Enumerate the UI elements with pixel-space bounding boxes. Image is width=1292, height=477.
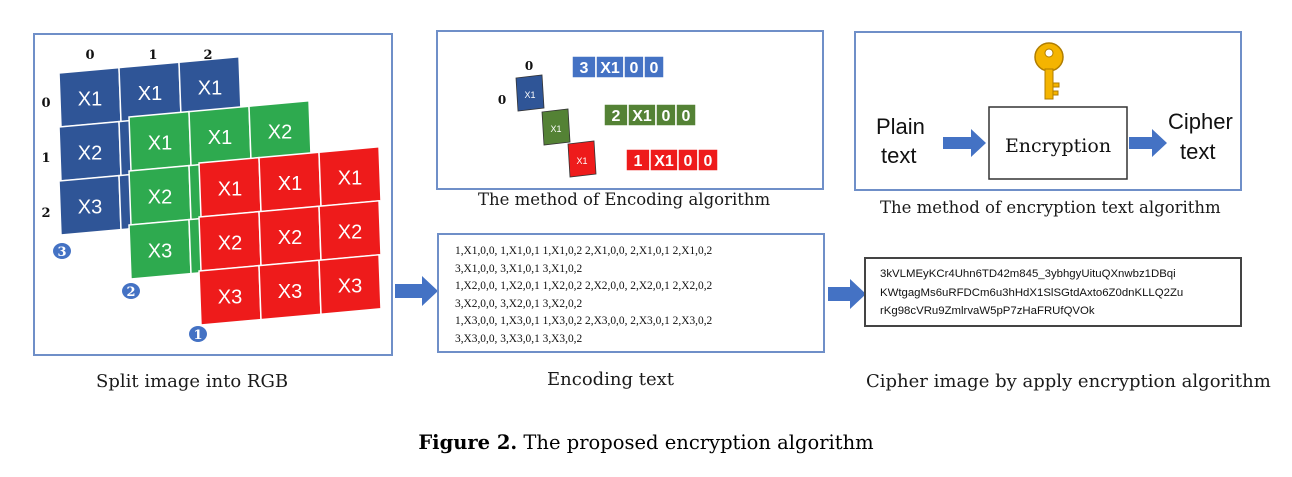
- blue-cell-label: X1: [138, 83, 162, 105]
- encoding-text-line: 1,X3,0,0, 1,X3,0,1 1,X3,0,2 2,X3,0,0, 2,…: [455, 315, 713, 327]
- red-cell-label: X2: [338, 222, 362, 244]
- red-cell: [318, 145, 382, 208]
- plain-text-label-line2: text: [881, 143, 916, 168]
- cipher-text-label-line2: text: [1180, 139, 1215, 164]
- encoding-code-cell: [643, 55, 665, 79]
- encoding-code-label: 0: [630, 60, 639, 77]
- red-cell-label: X3: [218, 286, 242, 308]
- encoding-text-caption: Encoding text: [547, 369, 675, 390]
- encoding-code-label: 0: [662, 108, 671, 125]
- encoding-pixel-label: X1: [550, 124, 561, 134]
- encoding-pixel-label: X1: [576, 156, 587, 166]
- channel-badge: [53, 243, 71, 259]
- encryption-process-box: [988, 106, 1128, 180]
- channel-badge-label: 3: [57, 245, 66, 260]
- column-index-label: 2: [203, 48, 212, 63]
- row-index-label: 1: [41, 151, 50, 166]
- row-index-label: 0: [41, 96, 50, 111]
- encoding-code-cell: [697, 148, 719, 172]
- blue-cell-label: X1: [198, 78, 222, 100]
- encoding-code-cell: [675, 103, 697, 127]
- encoding-row-index: 0: [498, 93, 506, 107]
- plain-to-encryption-arrow: [943, 129, 986, 157]
- encoding-code-label: X1: [600, 60, 620, 77]
- blue-cell-label: X1: [78, 88, 102, 110]
- encoding-pixel-label: X1: [524, 90, 535, 100]
- rgb-panel-caption: Split image into RGB: [96, 371, 289, 392]
- red-cell-label: X3: [338, 276, 362, 298]
- column-index-label: 1: [148, 48, 157, 63]
- encryption-method-panel: Encryption Plain text Cipher text: [854, 31, 1242, 191]
- encoding-code-label: 0: [704, 153, 713, 170]
- figure-title: The proposed encryption algorithm: [517, 431, 874, 454]
- key-icon: [1034, 42, 1064, 100]
- encoding-code-label: 2: [612, 108, 621, 125]
- red-cell: [318, 199, 382, 262]
- figure-label: Figure 2.: [418, 431, 518, 454]
- encoding-code-label: 1: [634, 153, 643, 170]
- channel-badge-label: 2: [126, 285, 135, 300]
- encoding-code-label: X1: [654, 153, 674, 170]
- encoding-text-lines: 1,X1,0,0, 1,X1,0,1 1,X1,0,2 2,X1,0,0, 2,…: [455, 243, 712, 348]
- encoding-code-label: 3: [580, 60, 589, 77]
- encoding-text-line: 3,X2,0,0, 3,X2,0,1 3,X2,0,2: [455, 297, 583, 310]
- encoding-text-line: 3,X1,0,0, 3,X1,0,1 3,X1,0,2: [455, 262, 583, 275]
- green-cell-label: X2: [148, 186, 172, 208]
- encoding-pixel: [515, 74, 545, 112]
- figure-caption: Figure 2. The proposed encryption algori…: [0, 431, 1292, 454]
- channel-badge-label: 1: [193, 328, 202, 343]
- green-cell-label: X1: [208, 127, 232, 149]
- cipher-caption: Cipher image by apply encryption algorit…: [866, 371, 1271, 392]
- blue-cell-label: X2: [78, 142, 102, 164]
- red-cell: [318, 253, 382, 316]
- green-cell-label: X3: [148, 240, 172, 262]
- encoding-code-label: 0: [682, 108, 691, 125]
- encryption-to-cipher-arrow: [1129, 129, 1167, 157]
- encoding-to-cipher-arrow: [828, 279, 866, 309]
- channel-badge: [189, 326, 207, 342]
- encryption-process-label: Encryption: [1005, 135, 1111, 157]
- encoding-text-panel: 1,X1,0,0, 1,X1,0,1 1,X1,0,2 2,X1,0,0, 2,…: [437, 233, 825, 353]
- red-cell-label: X3: [278, 281, 302, 303]
- encoding-code-label: 0: [650, 60, 659, 77]
- encryption-method-caption: The method of encryption text algorithm: [880, 198, 1221, 217]
- blue-cell-label: X3: [78, 196, 102, 218]
- red-cell-label: X2: [278, 227, 302, 249]
- encoding-col-index: 0: [525, 59, 533, 73]
- encoding-text-line: 1,X2,0,0, 1,X2,0,1 1,X2,0,2 2,X2,0,0, 2,…: [455, 280, 713, 292]
- encoding-text-line: 3,X3,0,0, 3,X3,0,1 3,X3,0,2: [455, 332, 583, 345]
- encoding-text-line: 1,X1,0,0, 1,X1,0,1 1,X1,0,2 2,X1,0,0, 2,…: [455, 245, 713, 257]
- encoding-pixel: [541, 108, 571, 146]
- green-cell-label: X1: [148, 132, 172, 154]
- row-index-label: 2: [41, 206, 50, 221]
- column-index-label: 0: [85, 48, 94, 63]
- cipher-text-box: 3kVLMEyKCr4Uhn6TD42m845_3ybhgyUituQXnwbz…: [864, 257, 1242, 327]
- rgb-to-encoding-arrow: [395, 276, 438, 306]
- plain-text-label-line1: Plain: [876, 114, 925, 139]
- red-cell-label: X2: [218, 232, 242, 254]
- cipher-text-line: 3kVLMEyKCr4Uhn6TD42m845_3ybhgyUituQXnwbz…: [880, 268, 1176, 280]
- cipher-text-label-line1: Cipher: [1168, 109, 1233, 134]
- red-cell-label: X1: [218, 178, 242, 200]
- encoding-pixel: [567, 140, 597, 178]
- green-cell-label: X2: [268, 122, 292, 144]
- cipher-text-line: rKg98cVRu9ZmlrvaW5pP7zHaFRUfQVOk: [880, 305, 1095, 317]
- encoding-method-caption: The method of Encoding algorithm: [478, 190, 771, 209]
- channel-badge: [122, 283, 140, 299]
- encoding-code-label: X1: [632, 108, 652, 125]
- red-cell-label: X1: [338, 168, 362, 190]
- red-cell-label: X1: [278, 173, 302, 195]
- encryption-method-diagram: Encryption Plain text Cipher text: [876, 42, 1233, 180]
- encoding-code-label: 0: [684, 153, 693, 170]
- cipher-text-line: KWtgagMs6uRFDCm6u3hHdX1SlSGtdAxto6Z0dnKL…: [880, 286, 1184, 299]
